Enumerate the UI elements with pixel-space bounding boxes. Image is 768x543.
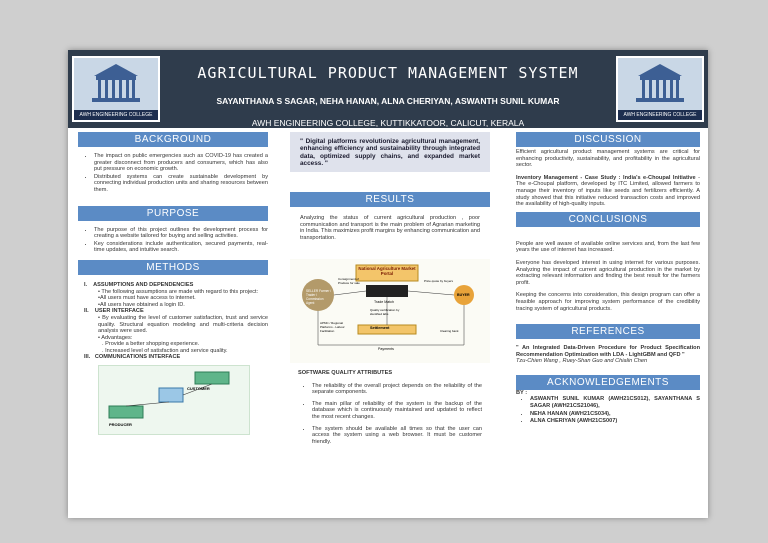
methods-s2-a: . Provide a better shopping experience. (102, 341, 200, 348)
sqa-list: The reliability of the overall project d… (290, 383, 490, 446)
methods-s2-num: II. (84, 308, 89, 315)
discussion-case-body: - The e-Choupal platform, developed by I… (516, 174, 700, 208)
figure-quality: Quality certification by identified labs (370, 308, 400, 316)
list-item: NEHA HANAN (AWH21CS034), (530, 411, 700, 418)
methods-s1-title: ASSUMPTIONS AND DEPENDENCIES (93, 281, 194, 288)
conclusions-p2: Everyone has developed interest in using… (516, 259, 700, 286)
sqa-heading: SOFTWARE QUALITY ATTRIBUTES (298, 370, 393, 376)
methods-s1-body: The following assumptions are made with … (101, 288, 259, 295)
poster: AWH ENGINEERING COLLEGE AGRICULTURAL PRO… (68, 50, 708, 518)
figure-buyer: BUYER (457, 293, 470, 297)
reference-title: " An Integrated Data-Driven Procedure fo… (516, 345, 700, 358)
results-body: Analyzing the status of current agricult… (300, 215, 480, 241)
poster-college: AWH ENGINEERING COLLEGE, KUTTIKKATOOR, C… (251, 118, 525, 128)
list-item: Distributed systems can create sustainab… (94, 174, 268, 194)
methods-heading: METHODS (78, 259, 268, 275)
references-heading: REFERENCES (516, 324, 700, 340)
figure-bid: Price quote by buyers (424, 279, 454, 283)
conclusions-p1: People are well aware of available onlin… (516, 240, 700, 254)
college-building-icon (74, 58, 158, 110)
figure-title: National Agriculture Market Portal (358, 266, 416, 276)
logo-caption: AWH ENGINEERING COLLEGE (74, 110, 158, 120)
figure-assay: APMC / Regional Platforms - Labour Facil… (320, 321, 345, 333)
college-logo-right: AWH ENGINEERING COLLEGE (616, 56, 704, 122)
results-heading: RESULTS (290, 192, 490, 207)
quality-attributes-section: SOFTWARE QUALITY ATTRIBUTES The reliabil… (290, 370, 490, 446)
conclusions-p3: Keeping the concerns into consideration,… (516, 292, 700, 312)
background-heading: BACKGROUND (78, 132, 268, 147)
poster-title: AGRICULTURAL PRODUCT MANAGEMENT SYSTEM (197, 64, 579, 82)
list-item: The purpose of this project outlines the… (94, 227, 268, 240)
discussion-p1: Efficient agricultural product managemen… (516, 149, 700, 169)
communications-diagram: CUSTOMER PRODUCER (98, 365, 250, 436)
acknowledgements-by: BY : (516, 389, 528, 396)
figure-clearing: Clearing bank (440, 329, 459, 333)
methods-s2-adv: Advantages: (101, 334, 133, 341)
figure-sale: Consignment of Produce for sale (338, 277, 360, 285)
network-diagram-icon (108, 371, 230, 419)
methods-s1-a: •All users must have access to internet. (98, 295, 196, 302)
college-building-icon (618, 58, 702, 110)
methods-s3-title: COMMUNICATIONS INTERFACE (94, 354, 181, 361)
methods-s1-b: •All users have obtained a login ID. (98, 301, 185, 308)
acknowledgements-list: ASWANTH SUNIL KUMAR (AWH21CS012), SAYANT… (516, 396, 700, 424)
methods-s2-b: . Increased level of satisfaction and se… (102, 347, 228, 354)
market-flow-figure: National Agriculture Market Portal SELLE… (290, 259, 490, 363)
acknowledgements-heading: ACKNOWLEDGEMENTS (516, 374, 700, 390)
producer-label: PRODUCER (109, 422, 132, 428)
list-item: The system should be available all times… (312, 426, 482, 446)
right-column: DISCUSSION Efficient agricultural produc… (516, 132, 700, 426)
flow-diagram-icon (302, 264, 474, 346)
poster-header: AWH ENGINEERING COLLEGE AGRICULTURAL PRO… (68, 50, 708, 128)
discussion-heading: DISCUSSION (516, 132, 700, 147)
figure-settlement: Settlement (370, 326, 390, 330)
purpose-list: The purpose of this project outlines the… (78, 227, 268, 254)
highlight-quote: " Digital platforms revolutionize agricu… (290, 132, 490, 172)
list-item: The main pillar of reliability of the sy… (312, 401, 482, 421)
methods-s2-body: By evaluating the level of customer sati… (98, 314, 268, 335)
methods-s1-num: I. (84, 281, 88, 288)
middle-column: " Digital platforms revolutionize agricu… (290, 132, 490, 512)
college-logo-left: AWH ENGINEERING COLLEGE (72, 56, 160, 122)
list-item: ASWANTH SUNIL KUMAR (AWH21CS012), SAYANT… (530, 396, 700, 409)
discussion-case-title: Inventory Management - Case Study : Indi… (516, 174, 696, 181)
figure-seller: SELLER Farmer / Trader / Commission Agen… (306, 289, 332, 305)
list-item: The reliability of the overall project d… (312, 383, 482, 396)
reference-authors: Tzu-Chien Wang , Ruey-Shan Guo and Chial… (516, 358, 648, 365)
background-list: The impact on public emergencies such as… (78, 153, 268, 194)
list-item: ALNA CHERIYAN (AWH21CS007) (530, 418, 700, 425)
list-item: The impact on public emergencies such as… (94, 153, 268, 173)
methods-body: I. ASSUMPTIONS AND DEPENDENCIES • The fo… (84, 281, 268, 361)
methods-s3-num: III. (84, 354, 91, 361)
figure-trade: Trade Match (374, 300, 395, 304)
conclusions-heading: CONCLUSIONS (516, 211, 700, 227)
results-section: RESULTS Analyzing the status of current … (290, 192, 490, 241)
purpose-heading: PURPOSE (78, 205, 268, 221)
left-column: BACKGROUND The impact on public emergenc… (78, 132, 268, 436)
list-item: Key considerations include authenticatio… (94, 241, 268, 254)
figure-payments: Payments (378, 347, 394, 351)
methods-s2-title: USER INTERFACE (94, 308, 144, 315)
customer-label: CUSTOMER (187, 386, 210, 392)
logo-caption: AWH ENGINEERING COLLEGE (618, 110, 702, 120)
poster-authors: SAYANTHANA S SAGAR, NEHA HANAN, ALNA CHE… (216, 96, 560, 106)
